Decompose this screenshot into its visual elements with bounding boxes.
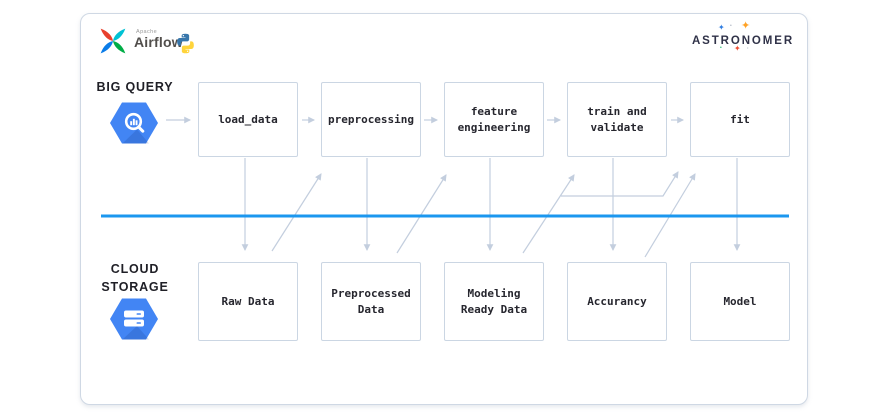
sparkle-orange-icon: ✦	[741, 20, 751, 32]
astronomer-name-label: ASTRONOMER	[691, 35, 795, 47]
airflow-pinwheel-icon	[100, 28, 126, 54]
dot-gray-small-icon: •	[747, 45, 749, 50]
edge-modeling-ready-data-to-fit	[561, 171, 679, 197]
sparkle-blue-icon: ✦	[718, 23, 725, 32]
astronomer-logo: ✦ • ✦ • ✦ • ASTRONOMER	[684, 20, 806, 54]
python-logo-icon	[177, 33, 194, 54]
artifact-box-preprocessed-data: Preprocessed Data	[321, 262, 421, 341]
task-box-load-data: load_data	[198, 82, 298, 157]
airflow-name-label: Airflow	[134, 34, 183, 50]
artifact-box-model: Model	[690, 262, 790, 341]
artifact-box-modeling-ready-data: Modeling Ready Data	[444, 262, 544, 341]
bigquery-label: BIG QUERY	[96, 80, 174, 94]
edge-raw-data-to-preprocessing	[271, 173, 322, 252]
sparkle-red-icon: ✦	[734, 44, 741, 53]
cloud-storage-hexagon-icon	[110, 298, 158, 340]
task-box-fit: fit	[690, 82, 790, 157]
artifact-box-accurancy: Accurancy	[567, 262, 667, 341]
task-box-preprocessing: preprocessing	[321, 82, 421, 157]
dot-gray-icon: •	[730, 23, 732, 29]
airflow-logo: Apache Airflow	[96, 24, 183, 58]
task-box-feature-engineering: feature engineering	[444, 82, 544, 157]
cloud-storage-label: CLOUD STORAGE	[101, 262, 169, 294]
bigquery-hexagon-icon	[110, 102, 158, 144]
task-box-train-and-validate: train and validate	[567, 82, 667, 157]
dot-green-icon: •	[720, 45, 722, 51]
edge-modeling-ready-data-to-train-validate	[522, 174, 575, 254]
airflow-apache-label: Apache	[136, 29, 158, 35]
artifact-box-raw-data: Raw Data	[198, 262, 298, 341]
edge-preprocessed-data-to-feature-engineering	[396, 174, 447, 254]
